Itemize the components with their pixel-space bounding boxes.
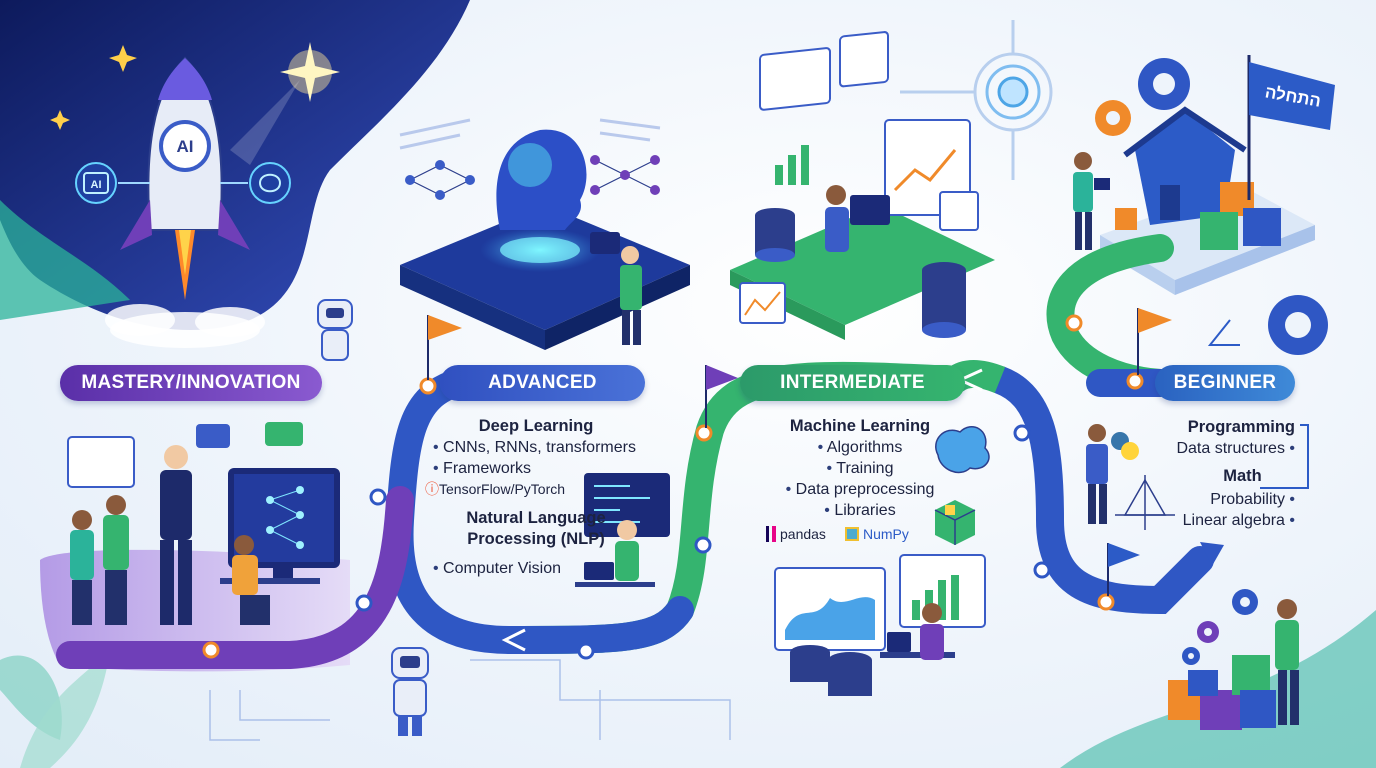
path-node bbox=[1033, 561, 1051, 579]
path-node bbox=[694, 536, 712, 554]
ai-head-platform bbox=[399, 118, 690, 350]
stage-beginner: BEGINNER bbox=[1155, 365, 1295, 401]
chip-label: AI bbox=[91, 179, 102, 191]
rocket-icon bbox=[75, 56, 291, 348]
path-node bbox=[577, 642, 595, 660]
stage-mastery-label: MASTERY/INNOVATION bbox=[81, 372, 301, 393]
path-node bbox=[695, 424, 713, 442]
pandas-icon bbox=[766, 526, 776, 542]
stage-beginner-label: BEGINNER bbox=[1173, 372, 1277, 393]
path-node bbox=[1097, 593, 1115, 611]
neural-network-monitor bbox=[67, 422, 340, 584]
person-icon bbox=[1275, 599, 1299, 725]
topic-data-structures: Data structures bbox=[1160, 438, 1295, 459]
gear-icon bbox=[1138, 58, 1328, 355]
person-icon bbox=[1073, 152, 1110, 250]
topic-training: Training bbox=[770, 458, 950, 479]
topic-libraries: Libraries bbox=[770, 500, 950, 521]
stage-mastery: MASTERY/INNOVATION bbox=[60, 365, 322, 401]
path-node bbox=[1065, 314, 1083, 332]
intermediate-topics: Machine Learning Algorithms Training Dat… bbox=[770, 416, 950, 521]
dashboard-desk bbox=[774, 554, 986, 696]
topic-programming: Programming bbox=[1187, 418, 1295, 436]
lib-pandas: pandas bbox=[766, 526, 826, 542]
topic-nlp-line1: Natural Language bbox=[466, 509, 606, 527]
topic-deep-learning: Deep Learning bbox=[478, 417, 594, 435]
arrow-icon bbox=[1200, 542, 1224, 566]
stage-intermediate: INTERMEDIATE bbox=[740, 365, 965, 401]
milestone-flag-icon bbox=[1137, 308, 1172, 375]
brain-icon bbox=[249, 162, 291, 204]
topic-nlp-line2: Processing (NLP) bbox=[467, 530, 605, 548]
topic-data-preprocessing: Data preprocessing bbox=[770, 479, 950, 500]
path-node bbox=[1013, 424, 1031, 442]
python-icon bbox=[1111, 432, 1139, 460]
milestone-flag-icon bbox=[705, 365, 738, 428]
topic-computer-vision: Computer Vision bbox=[425, 558, 647, 579]
start-flag-icon bbox=[1247, 55, 1335, 200]
rocket-label: AI bbox=[177, 137, 194, 156]
topic-cnns-rnns: CNNs, RNNs, transformers bbox=[425, 437, 647, 458]
topic-probability: Probability bbox=[1160, 489, 1295, 510]
milestone-flag-icon bbox=[1107, 543, 1140, 596]
topic-math: Math bbox=[1223, 467, 1262, 485]
blocks-icon bbox=[1168, 655, 1276, 730]
topic-linear-algebra: Linear algebra bbox=[1160, 510, 1295, 531]
topic-tensorflow-pytorch: ⓘTensorFlow/PyTorch bbox=[425, 481, 566, 497]
path-node bbox=[355, 594, 373, 612]
stage-advanced-label: ADVANCED bbox=[488, 372, 597, 393]
stage-advanced: ADVANCED bbox=[440, 365, 645, 401]
path-node bbox=[419, 377, 437, 395]
robot-icon bbox=[317, 299, 353, 361]
star-icon bbox=[109, 45, 137, 72]
path-node bbox=[202, 641, 220, 659]
person-icon bbox=[1086, 424, 1108, 524]
topic-algorithms: Algorithms bbox=[770, 437, 950, 458]
gear-icon bbox=[1197, 621, 1219, 643]
advanced-topics: Deep Learning CNNs, RNNs, transformers F… bbox=[425, 416, 647, 579]
star-icon bbox=[50, 110, 70, 130]
numpy-icon bbox=[845, 527, 859, 541]
data-analyst-desk bbox=[730, 31, 995, 340]
target-icon bbox=[900, 20, 1053, 180]
robot-icon bbox=[391, 647, 429, 736]
path-node bbox=[1126, 372, 1144, 390]
gear-icon bbox=[1232, 589, 1258, 615]
beginner-topics: Programming Data structures Math Probabi… bbox=[1160, 417, 1295, 531]
gear-icon bbox=[1095, 100, 1131, 136]
path-node bbox=[369, 488, 387, 506]
sparkle-icon bbox=[230, 42, 340, 165]
stage-intermediate-label: INTERMEDIATE bbox=[780, 372, 925, 393]
topic-machine-learning: Machine Learning bbox=[789, 417, 931, 435]
milestone-flag-icon bbox=[427, 315, 462, 380]
lib-numpy: NumPy bbox=[845, 526, 909, 542]
night-sky-blob bbox=[0, 0, 470, 331]
team-people-icon bbox=[70, 445, 270, 625]
gear-icon bbox=[1182, 647, 1200, 665]
topic-frameworks: Frameworks bbox=[425, 458, 647, 479]
arrow-icon bbox=[501, 628, 526, 652]
